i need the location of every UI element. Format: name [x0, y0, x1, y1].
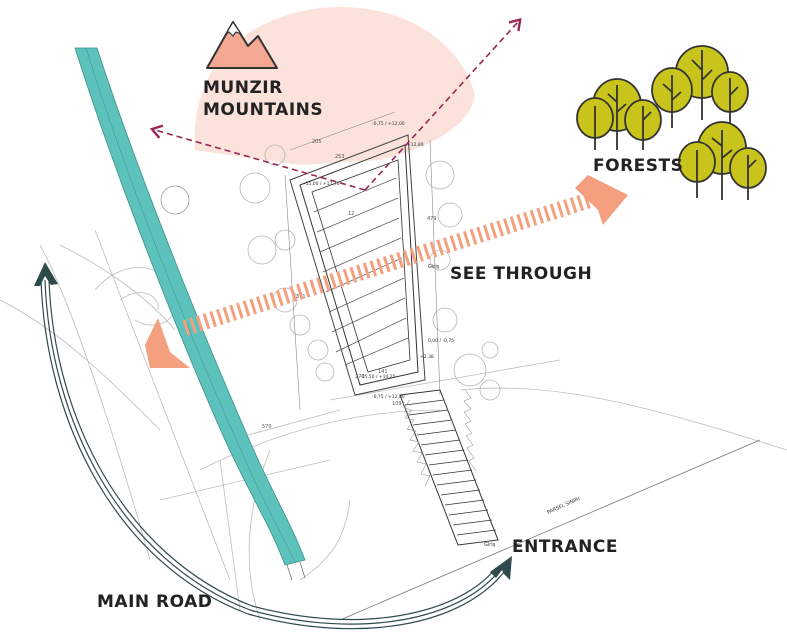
elevation-labels: -0,75 / +12,00 -15,00 / +17,70 +12,80 0,… [304, 121, 454, 400]
vegetation-circles [160, 144, 501, 401]
terrain-lines [0, 229, 787, 621]
dimension-label: 479 [427, 216, 437, 222]
curved-arrow-icon [40, 279, 505, 630]
dimension-label: 570 [262, 424, 272, 430]
view-axis-dashed [149, 18, 522, 191]
elevation-label: +12,80 [407, 142, 424, 148]
mountains-label-line1: MUNZIR [203, 78, 283, 98]
dimension-label: 12 [348, 211, 354, 217]
entry-marker-label: Giriş [484, 542, 496, 548]
mountains-label-line2: MOUNTAINS [203, 100, 324, 120]
striped-arrow-icon [575, 175, 628, 225]
dimension-label: 141 [378, 369, 388, 375]
arrow-head-main-road [34, 262, 58, 286]
dimension-label: 109 [392, 401, 402, 407]
mountain-icon [206, 20, 278, 69]
elevation-label: -15,00 / +17,70 [304, 181, 340, 187]
striped-arrow-icon [145, 318, 190, 368]
hedge-plants [403, 389, 477, 487]
see-through-label: SEE THROUGH [450, 264, 593, 284]
dimension-label: 205 [312, 139, 322, 145]
parcel-boundary-label: PARSEL SINIRI [546, 496, 581, 516]
elevation-label: 0,00 / -0,75 [428, 338, 454, 344]
elevation-label: -0,75 / +12,00 [372, 121, 405, 127]
dimension-label: 253 [335, 154, 345, 160]
dimension-label: 270 [355, 374, 365, 380]
entrance-label: ENTRANCE [512, 537, 618, 557]
forest-trees [576, 45, 767, 200]
tree-icon [576, 45, 767, 200]
see-through-arrow [145, 175, 628, 368]
arrow-head-entrance [490, 556, 512, 580]
elevation-label: -0,75 / +12,00 [372, 394, 405, 400]
entrance-stairs [399, 389, 499, 546]
forests-label: FORESTS [593, 156, 684, 176]
main-road-label: MAIN ROAD [97, 592, 213, 612]
main-road-strip [74, 47, 306, 581]
elevation-label: +2,38 [420, 354, 434, 360]
elevation-label: -15,50 / +14,25 [360, 374, 396, 380]
entry-marker-label: Giriş [428, 264, 440, 270]
